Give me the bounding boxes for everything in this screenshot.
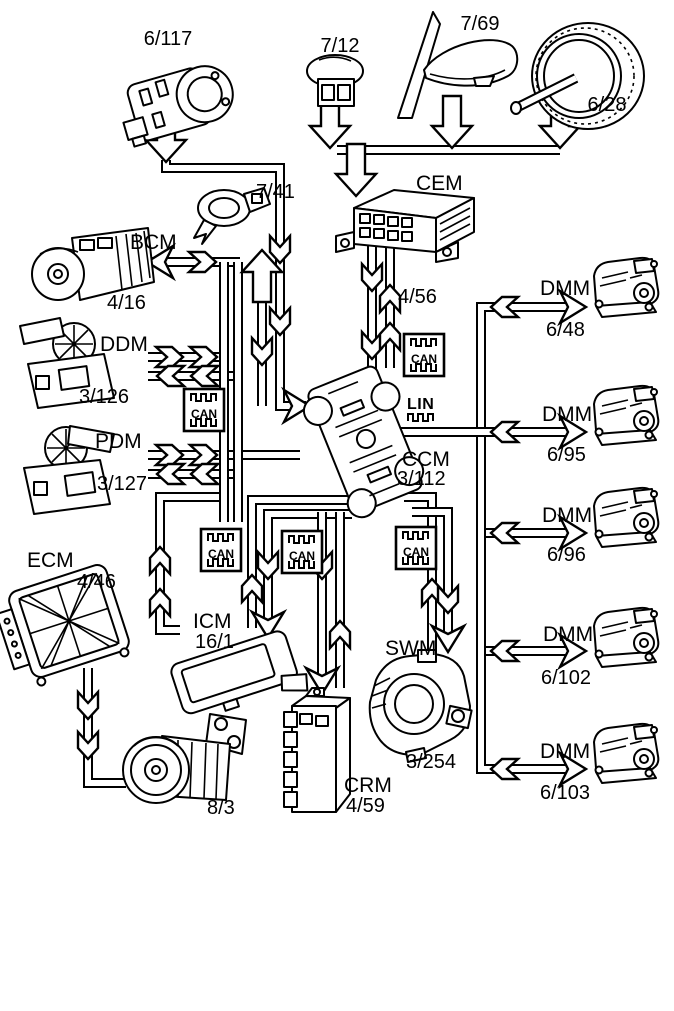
sensor-7-12-icon: [306, 54, 364, 107]
bcm-code: 4/16: [107, 292, 146, 314]
swm-label: SWM: [385, 637, 436, 660]
icm-icon: [170, 630, 309, 715]
icm-code: 16/1: [195, 631, 234, 653]
ac-compressor-icon: [122, 713, 247, 804]
swm-icon: [368, 649, 473, 763]
pdm-icon: [23, 425, 115, 515]
cem-label: CEM: [416, 172, 463, 195]
ddm-label: DDM: [100, 333, 148, 356]
can-bus-label: CAN: [191, 407, 217, 421]
dmm2-code: 6/95: [547, 444, 586, 466]
can-bus-label: CAN: [403, 545, 429, 559]
can-bus-label: CAN: [289, 549, 315, 563]
lin-bus-label: LIN: [407, 396, 434, 413]
labels: 6/117 7/12 7/69 6/28 7/41 CEM 4/56 BCM 4…: [27, 13, 626, 819]
dmm-motor-icon: [593, 384, 660, 446]
ignition-switch-icon: [122, 65, 234, 148]
ccm-code: 3/112: [397, 468, 446, 490]
bcm-icon: [31, 227, 155, 301]
dmm-motor-icon: [593, 722, 660, 784]
dmm-motor-icon: [593, 606, 660, 668]
dmm3-label: DMM: [542, 504, 592, 527]
blower-fan-code: 6/28: [588, 94, 627, 116]
dmm-motor-icon: [593, 256, 660, 318]
cem-code: 4/56: [398, 286, 437, 308]
ac-compressor-code: 8/3: [207, 797, 235, 819]
ccm-icon: [302, 365, 425, 519]
cem-icon: [335, 189, 475, 263]
ccm-label: CCM: [402, 448, 450, 471]
ddm-icon: [19, 317, 115, 409]
ecm-code: 4/46: [77, 571, 116, 593]
swm-code: 3/254: [406, 751, 456, 773]
blower-fan-icon: [510, 22, 645, 130]
dmm-motor-icon: [593, 486, 660, 548]
ecm-icon: [0, 564, 130, 687]
dmm5-code: 6/103: [540, 782, 590, 804]
door-mirror-icon: [397, 11, 519, 119]
immobilizer-ring-code: 7/41: [256, 181, 295, 203]
pdm-label: PDM: [95, 430, 142, 453]
immobilizer-ring-icon: [193, 187, 271, 245]
bcm-label: BCM: [130, 231, 177, 254]
lin-bus-icon: LIN: [407, 396, 434, 422]
ignition-switch-code: 6/117: [144, 28, 193, 50]
crm-label: CRM: [344, 774, 392, 797]
dmm1-label: DMM: [540, 277, 590, 300]
crm-icon: [283, 687, 351, 813]
sensor-7-12-code: 7/12: [321, 35, 360, 57]
crm-code: 4/59: [346, 795, 385, 817]
dmm4-label: DMM: [543, 623, 593, 646]
arrow-from-7-69: [430, 94, 474, 150]
dmm3-code: 6/96: [547, 544, 586, 566]
dmm5-label: DMM: [540, 740, 590, 763]
door-mirror-code: 7/69: [461, 13, 500, 35]
can-bus-label: CAN: [208, 547, 234, 561]
ddm-code: 3/126: [79, 386, 129, 408]
ecm-label: ECM: [27, 549, 74, 572]
dmm2-label: DMM: [542, 403, 592, 426]
dmm4-code: 6/102: [541, 667, 591, 689]
icm-label: ICM: [193, 610, 232, 633]
pdm-code: 3/127: [97, 473, 147, 495]
can-bus-label: CAN: [411, 352, 437, 366]
dmm1-code: 6/48: [546, 319, 585, 341]
